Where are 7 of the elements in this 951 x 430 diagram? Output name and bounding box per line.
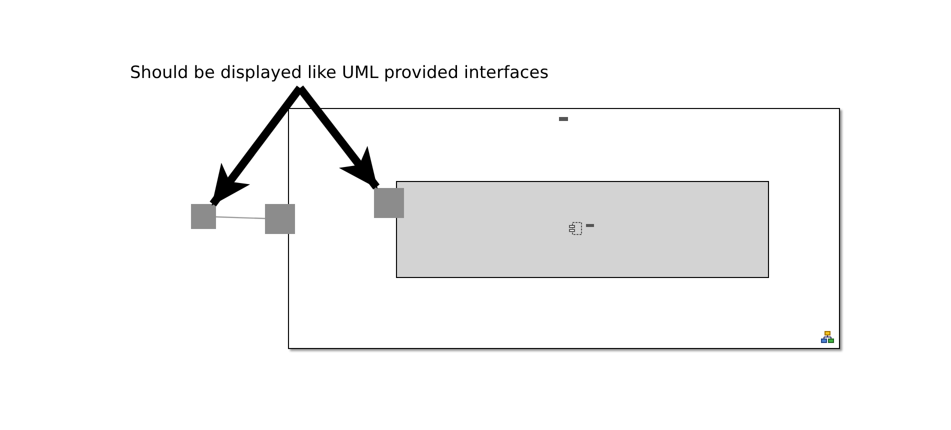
port-square (265, 204, 295, 234)
connector-line (216, 216, 266, 220)
component-frame (288, 108, 840, 349)
port-square (374, 188, 404, 218)
annotation-text: Should be displayed like UML provided interfaces (130, 62, 550, 85)
port-square (191, 204, 216, 229)
component-box (396, 181, 769, 278)
